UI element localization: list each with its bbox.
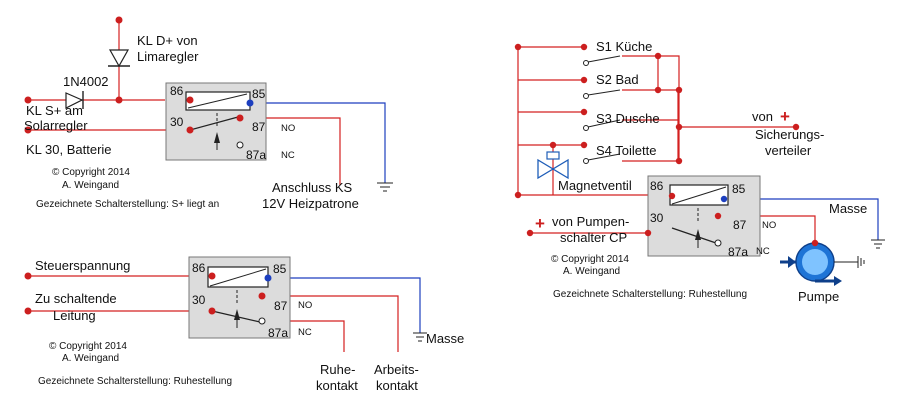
valve-icon: [537, 151, 569, 180]
diode-1n4002: [65, 91, 84, 109]
kl30-label: KL 30, Batterie: [26, 142, 112, 157]
nc-label: NC: [281, 150, 295, 161]
supply-left-wire: [517, 46, 584, 195]
switch-label-2: Leitung: [53, 308, 96, 323]
author: A. Weingand: [62, 180, 119, 191]
switch-label: Zu schaltende: [35, 291, 117, 306]
valve-label: Magnetventil: [558, 178, 632, 193]
ground-label: Masse: [426, 331, 464, 346]
diode-dplus: [108, 49, 130, 68]
output-label-2: 12V Heizpatrone: [262, 196, 359, 211]
pin-85: 85: [732, 182, 746, 196]
right-circuit: S1 Küche S2 Bad S3 Dusche S4 Toilette vo…: [514, 39, 885, 304]
no-label: NO: [281, 123, 295, 134]
ground-symbol: [871, 239, 885, 249]
work-label: Arbeits-: [374, 362, 419, 377]
splus-label-2: Solarregler: [24, 118, 88, 133]
author: A. Weingand: [563, 266, 620, 277]
pin-85: 85: [273, 262, 287, 276]
copyright: © Copyright 2014: [551, 254, 629, 265]
switch-1-label: S1 Küche: [596, 39, 652, 54]
control-label: Steuerspannung: [35, 258, 130, 273]
pin-85: 85: [252, 87, 266, 101]
splus-label: KL S+ am: [26, 103, 83, 118]
rest-label: Ruhe-: [320, 362, 355, 377]
plus-sign-pump: +: [535, 214, 545, 233]
pump-icon: [780, 242, 865, 286]
coil-85-wire: [250, 102, 386, 183]
pin-30: 30: [192, 293, 206, 307]
switch-feed-wires: [518, 79, 584, 146]
ground-symbol: [377, 182, 393, 192]
pin-30: 30: [650, 211, 664, 225]
pump-from-label-2: schalter CP: [560, 230, 627, 245]
pin-87: 87: [252, 120, 266, 134]
bottom-left-circuit: Steuerspannung Zu schaltende Leitung 86 …: [24, 256, 464, 393]
pin-87: 87: [274, 299, 288, 313]
copyright: © Copyright 2014: [49, 341, 127, 352]
ground-label: Masse: [829, 201, 867, 216]
relay-switch-3: [671, 227, 717, 244]
caption: Gezeichnete Schalterstellung: S+ liegt a…: [36, 199, 219, 210]
pin-86: 86: [170, 84, 184, 98]
copyright: © Copyright 2014: [52, 167, 130, 178]
caption: Gezeichnete Schalterstellung: Ruhestellu…: [38, 376, 232, 387]
nc-label: NC: [298, 327, 312, 338]
switch-2-label: S2 Bad: [596, 72, 639, 87]
pin-87: 87: [733, 218, 747, 232]
diode-label: 1N4002: [63, 74, 109, 89]
pin-86: 86: [192, 261, 206, 275]
work-label-2: kontakt: [376, 378, 418, 393]
terminal-87a: [236, 141, 244, 149]
no-label: NO: [762, 220, 776, 231]
pin-87a: 87a: [728, 245, 748, 259]
switch-4-label: S4 Toilette: [596, 143, 656, 158]
switch-3-label: S3 Dusche: [596, 111, 660, 126]
dplus-label: KL D+ von: [137, 33, 198, 48]
top-left-circuit: KL D+ von Limaregler 1N4002 KL S+ am Sol…: [24, 16, 393, 211]
pin-86: 86: [650, 179, 664, 193]
output-label: Anschluss KS: [272, 180, 353, 195]
ground-symbol: [413, 332, 427, 342]
pump-label: Pumpe: [798, 289, 839, 304]
nc-label: NC: [756, 246, 770, 257]
pin-87a: 87a: [246, 148, 266, 162]
pump-from-label: von Pumpen-: [552, 214, 629, 229]
pin-87a: 87a: [268, 326, 288, 340]
coil-85-wire: [724, 198, 879, 240]
relay-switch-1: [189, 116, 239, 131]
switch-bus: [658, 55, 680, 161]
rest-label-2: kontakt: [316, 378, 358, 393]
out-87-wire: [240, 117, 341, 185]
coil-85-wire: [268, 277, 421, 333]
no-label: NO: [298, 300, 312, 311]
work-wire: [262, 295, 399, 352]
fuse-label-2: verteiler: [765, 143, 812, 158]
caption: Gezeichnete Schalterstellung: Ruhestellu…: [553, 289, 747, 300]
dplus-label-2: Limaregler: [137, 49, 199, 64]
switch-contacts: [583, 55, 621, 164]
fuse-from-label: von: [752, 109, 773, 124]
author: A. Weingand: [62, 353, 119, 364]
plus-sign-fuse: +: [780, 107, 790, 126]
fuse-label: Sicherungs-: [755, 127, 824, 142]
pin-30: 30: [170, 115, 184, 129]
